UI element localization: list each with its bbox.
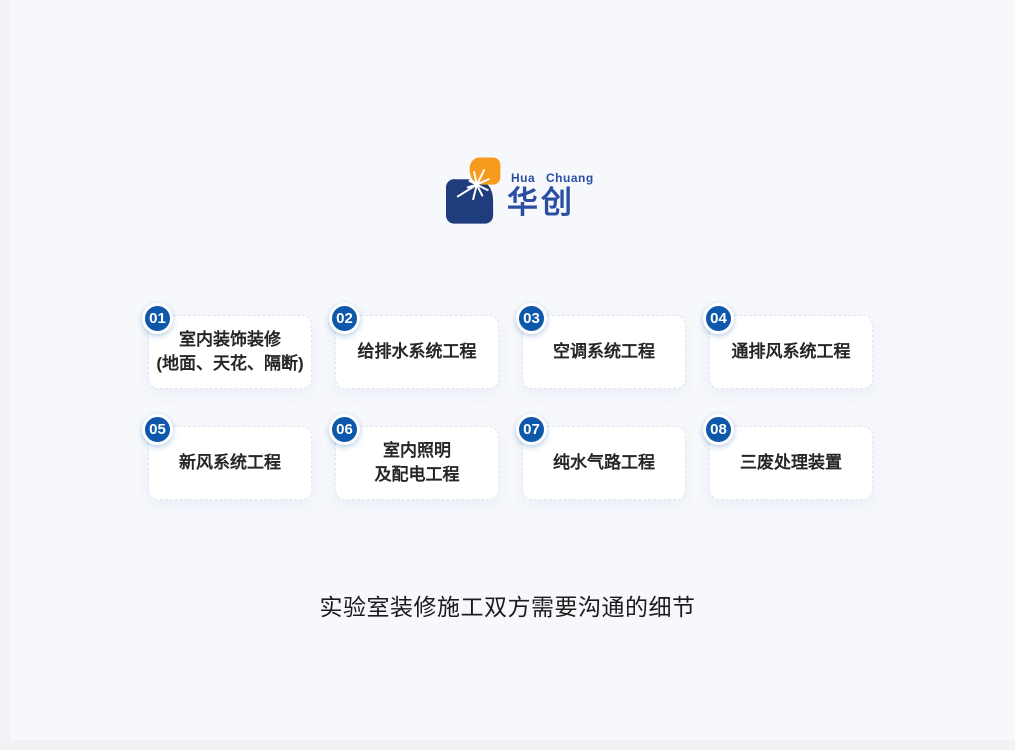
card-number-badge: 02 [329, 303, 360, 334]
card-interior-decoration: 01 室内装饰装修 (地面、天花、隔断) [142, 303, 312, 389]
logo-text: Hua Chuang 华创 [507, 171, 594, 220]
logo-orange-shape [469, 157, 501, 185]
card-waste-treatment: 08 三废处理装置 [703, 414, 873, 500]
page-bottom-margin [0, 740, 1015, 750]
work-item-grid: 01 室内装饰装修 (地面、天花、隔断) 02 给排水系统工程 03 空调系统工… [142, 303, 874, 500]
card-number-badge: 04 [703, 303, 734, 334]
card-water-supply-drainage: 02 给排水系统工程 [329, 303, 499, 389]
logo-latin-name: Hua Chuang [511, 171, 594, 185]
logo-spark-icon [446, 157, 501, 224]
page-caption: 实验室装修施工双方需要沟通的细节 [319, 594, 696, 620]
logo-cjk-name: 华创 [507, 185, 575, 220]
card-number-badge: 03 [516, 303, 547, 334]
company-logo: Hua Chuang 华创 [446, 154, 594, 228]
card-air-conditioning: 03 空调系统工程 [516, 303, 686, 389]
card-number-badge: 07 [516, 414, 547, 445]
card-label: 室内照明 [383, 441, 451, 460]
logo-starburst-core [475, 183, 479, 187]
card-fresh-air-system: 05 新风系统工程 [142, 414, 312, 500]
card-label-line2: 及配电工程 [374, 465, 460, 484]
card-label: 室内装饰装修 [179, 330, 281, 349]
card-number-badge: 06 [329, 414, 360, 445]
card-number-badge: 05 [142, 414, 173, 445]
card-ventilation-exhaust: 04 通排风系统工程 [703, 303, 873, 389]
card-lighting-power: 06 室内照明 及配电工程 [329, 414, 499, 500]
logo-navy-shape [446, 179, 494, 224]
card-label: 通排风系统工程 [731, 342, 851, 361]
card-label: 纯水气路工程 [553, 453, 655, 472]
card-label: 新风系统工程 [179, 453, 281, 472]
card-number-badge: 08 [703, 414, 734, 445]
page-left-margin [0, 0, 10, 750]
card-label: 三废处理装置 [740, 453, 842, 472]
card-number-badge: 01 [142, 303, 173, 334]
card-label: 给排水系统工程 [357, 342, 477, 361]
card-pure-water-gas: 07 纯水气路工程 [516, 414, 686, 500]
card-label-line2: (地面、天花、隔断) [156, 354, 304, 373]
card-label: 空调系统工程 [553, 342, 655, 361]
